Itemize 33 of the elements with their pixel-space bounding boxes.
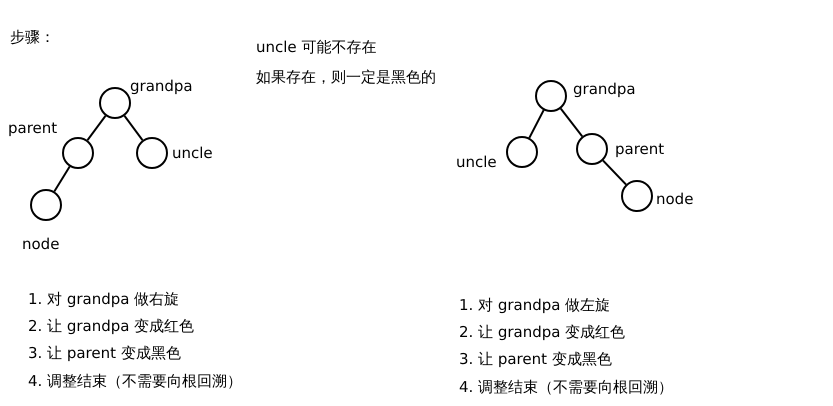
node-label: uncle	[456, 153, 497, 171]
tree-node-circle	[30, 189, 62, 221]
tree-node-circle	[506, 136, 538, 168]
step-heading: 步骤：	[10, 28, 55, 46]
connector-line	[54, 166, 70, 192]
tree-node-circle	[136, 137, 168, 169]
step-item: 3. 让 parent 变成黑色	[459, 350, 612, 368]
connector-line	[602, 160, 627, 186]
tree-node-circle	[535, 80, 567, 112]
step-item: 2. 让 grandpa 变成红色	[28, 317, 194, 335]
step-item: 1. 对 grandpa 做右旋	[28, 290, 180, 308]
note-text: uncle 可能不存在	[256, 38, 376, 56]
connector-line	[528, 110, 545, 138]
node-label: grandpa	[573, 80, 636, 98]
tree-node-circle	[62, 137, 94, 169]
node-label: parent	[8, 119, 58, 137]
step-item: 1. 对 grandpa 做左旋	[459, 296, 610, 314]
node-label: node	[22, 235, 60, 253]
step-item: 4. 调整结束（不需要向根回溯）	[28, 372, 242, 390]
connector-line	[86, 115, 106, 141]
connector-line	[124, 115, 144, 141]
step-item: 2. 让 grandpa 变成红色	[459, 323, 626, 341]
node-label: parent	[615, 140, 664, 158]
node-label: grandpa	[130, 77, 193, 95]
node-label: uncle	[172, 144, 213, 162]
tree-node-circle	[99, 87, 131, 119]
node-label: node	[656, 190, 694, 208]
step-item: 3. 让 parent 变成黑色	[28, 344, 181, 362]
connector-line	[560, 108, 583, 137]
step-item: 4. 调整结束（不需要向根回溯）	[459, 378, 674, 396]
tree-node-circle	[576, 133, 608, 165]
tree-node-circle	[621, 180, 653, 212]
note-text: 如果存在，则一定是黑色的	[256, 68, 436, 86]
